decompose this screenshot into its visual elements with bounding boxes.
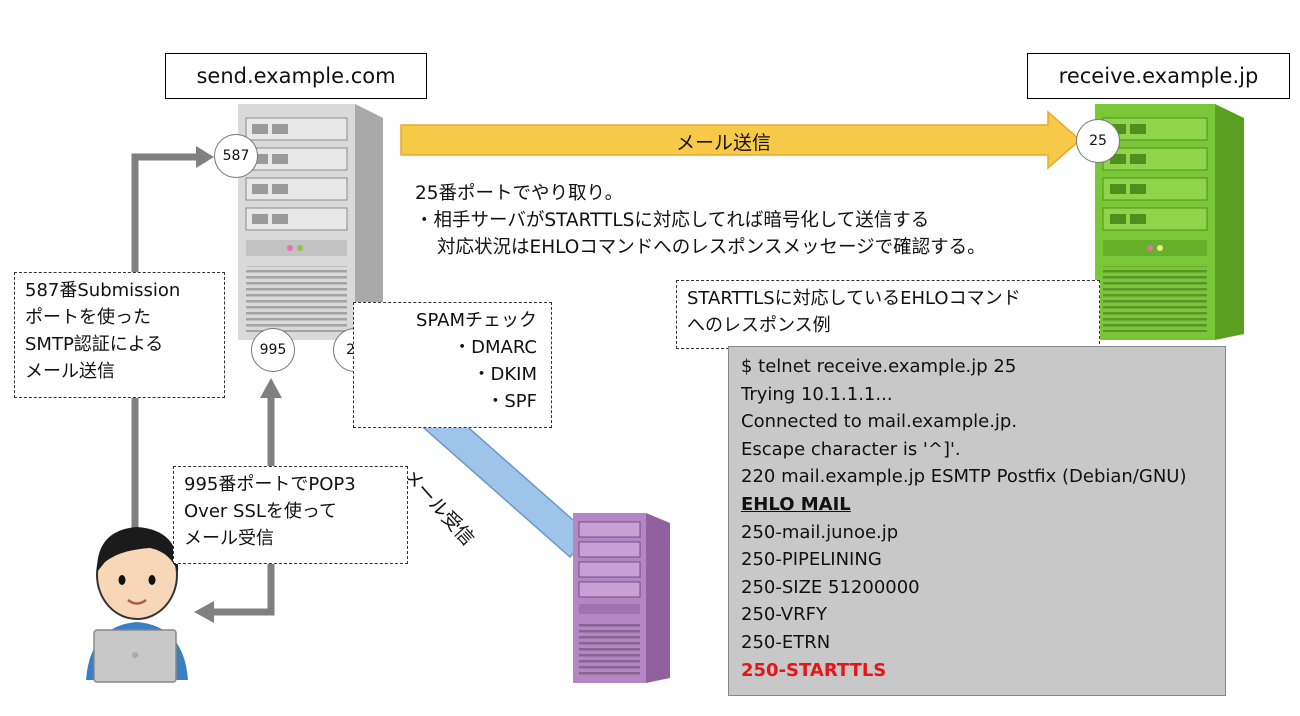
terminal-line: 220 mail.example.jp ESMTP Postfix (Debia… [741, 466, 1187, 488]
terminal-line: 250-ETRN [741, 631, 831, 653]
port-submission-badge: 587 [214, 134, 258, 178]
smtp-note-line2: 対応状況はEHLOコマンドへのレスポンスメッセージで確認する。 [437, 237, 986, 258]
terminal-output: $ telnet receive.example.jp 25 Trying 10… [728, 346, 1226, 696]
terminal-line: 250-SIZE 51200000 [741, 576, 920, 598]
pop3-note-line: Over SSLを使って [184, 501, 337, 522]
submission-note-line: SMTP認証による [25, 334, 164, 355]
port-submission-text: 587 [222, 148, 250, 164]
spam-note-box: SPAMチェック ・DMARC ・DKIM ・SPF [353, 302, 552, 428]
send-arrow-label: メール送信 [676, 132, 772, 154]
submission-note-line: メール送信 [25, 361, 115, 382]
submission-note-box: 587番Submission ポートを使った SMTP認証による メール送信 [14, 272, 225, 398]
port-smtp-receive-badge: 25 [1076, 119, 1120, 163]
pop3-note-line: メール受信 [184, 528, 274, 549]
spam-note-item: ・DMARC [453, 337, 537, 358]
example-note-line: へのレスポンス例 [687, 315, 831, 336]
example-note-line: STARTTLSに対応しているEHLOコマンド [687, 288, 1021, 309]
send-arrow [400, 110, 1082, 170]
submission-note-line: ポートを使った [25, 307, 151, 328]
terminal-line: $ telnet receive.example.jp 25 [741, 356, 1017, 377]
smtp-note: 25番ポートでやり取り。 ・相手サーバがSTARTTLSに対応してれば暗号化して… [415, 180, 986, 261]
port-pop3s-text: 995 [259, 342, 287, 358]
terminal-ehlo-command: EHLO MAIL [741, 493, 851, 515]
receive-host-text: receive.example.jp [1058, 64, 1259, 88]
pop3-note-box: 995番ポートでPOP3 Over SSLを使って メール受信 [173, 466, 408, 564]
smtp-note-heading: 25番ポートでやり取り。 [415, 183, 624, 204]
terminal-line: 250-mail.junoe.jp [741, 521, 899, 543]
send-host-text: send.example.com [196, 64, 396, 88]
terminal-line: Connected to mail.example.jp. [741, 411, 1018, 433]
spam-server-icon [573, 513, 670, 683]
pop3-note-line: 995番ポートでPOP3 [184, 474, 356, 495]
send-server-icon [238, 104, 383, 340]
submission-arrowhead [196, 146, 214, 168]
user-icon [86, 527, 188, 683]
submission-connector [131, 153, 198, 528]
smtp-note-line1: ・相手サーバがSTARTTLSに対応してれば暗号化して送信する [415, 210, 930, 231]
spam-note-item: ・SPF [486, 391, 537, 412]
terminal-line: Escape character is '^]'. [741, 438, 961, 460]
spam-note-item: ・DKIM [472, 364, 537, 385]
submission-note-line: 587番Submission [25, 280, 181, 301]
receive-host-label: receive.example.jp [1027, 53, 1290, 99]
terminal-line: Trying 10.1.1.1... [741, 383, 893, 405]
send-host-label: send.example.com [165, 53, 427, 99]
pop3-arrowhead-up [260, 378, 282, 398]
terminal-line: 250-PIPELINING [741, 549, 882, 571]
terminal-starttls-highlight: 250-STARTTLS [741, 659, 887, 681]
port-smtp-receive-text: 25 [1089, 133, 1107, 149]
port-pop3s-badge: 995 [251, 328, 295, 372]
terminal-line: 250-VRFY [741, 604, 827, 626]
pop3-arrowhead-left [194, 601, 214, 623]
spam-note-heading: SPAMチェック [416, 310, 537, 331]
example-note-box: STARTTLSに対応しているEHLOコマンド へのレスポンス例 [676, 280, 1100, 349]
